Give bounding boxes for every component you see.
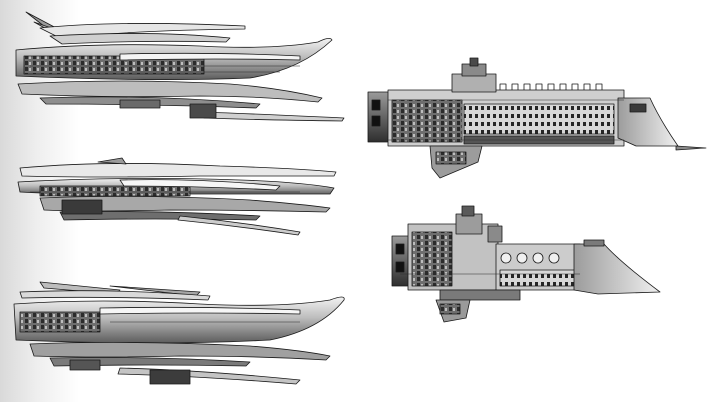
gothic-cruiser-top [367, 57, 707, 179]
alien-cruiser-top [15, 11, 345, 122]
alien-cruiser-middle [17, 157, 337, 236]
gothic-cruiser-bottom [391, 205, 661, 323]
alien-cruiser-bottom [13, 281, 345, 385]
